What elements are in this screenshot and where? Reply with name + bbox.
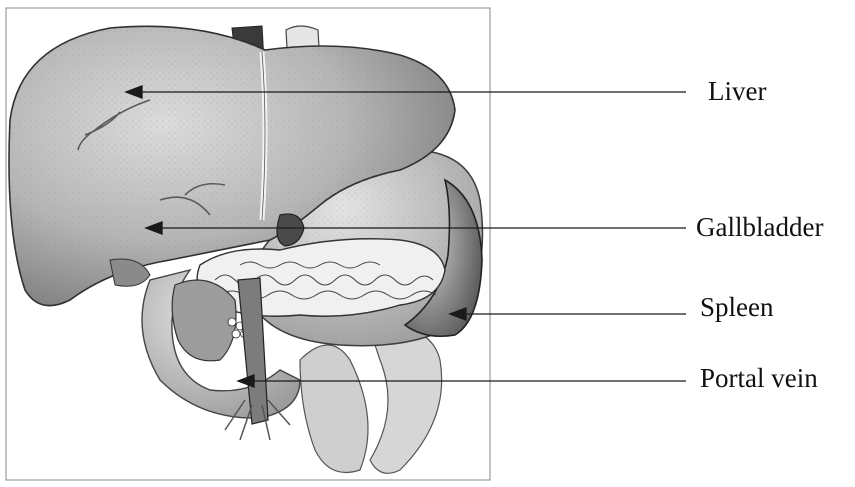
label-gallbladder: Gallbladder [696,214,823,241]
arrowhead-portal-vein [238,375,254,387]
label-portal-vein: Portal vein [700,365,818,392]
label-spleen: Spleen [700,294,774,321]
label-liver: Liver [708,78,766,105]
